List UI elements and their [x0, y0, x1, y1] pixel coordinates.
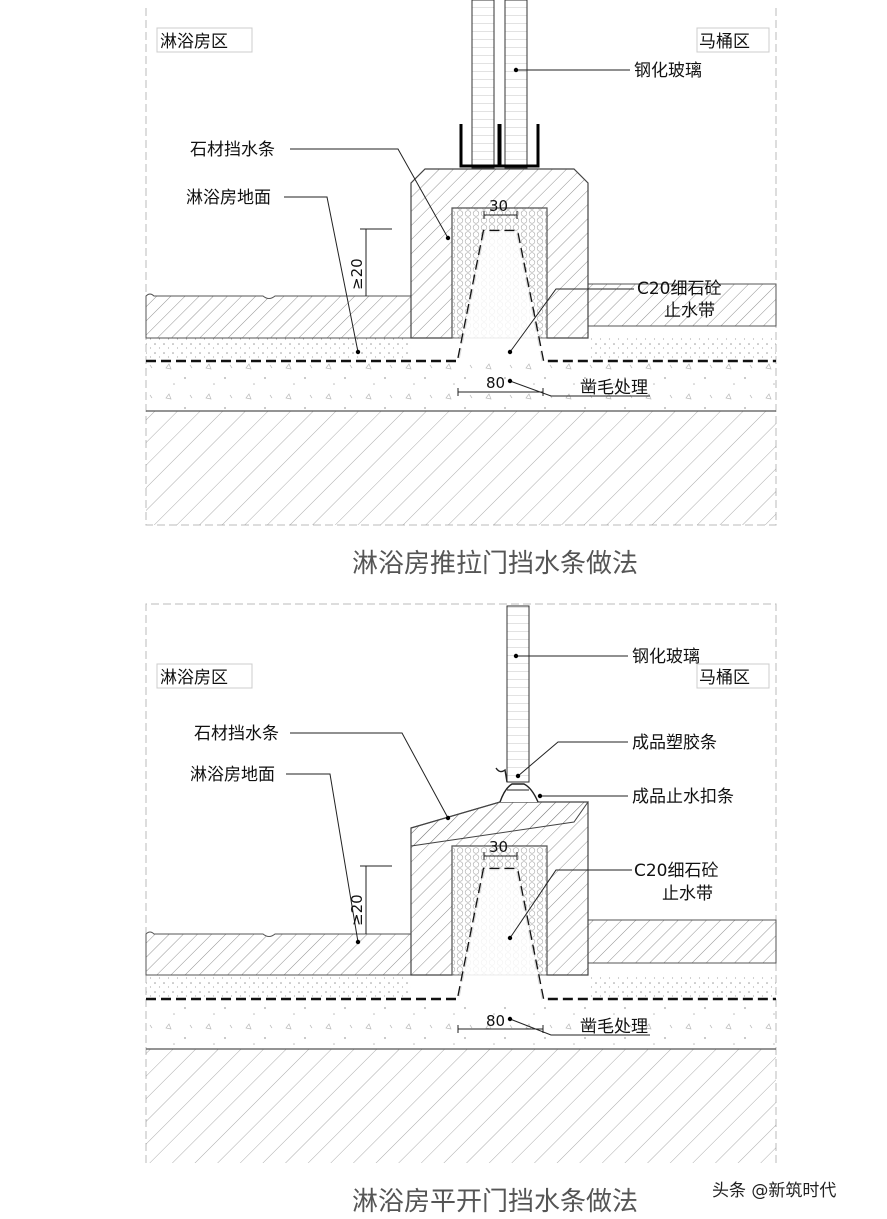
figure-sliding-door: 淋浴房区 马桶区 钢化玻璃 石材挡水条 淋浴房地面 C20细石砼 止水带 凿毛处… — [145, 0, 777, 579]
label-glass-2: 钢化玻璃 — [632, 647, 700, 667]
leveling-layer-2 — [146, 1000, 776, 1049]
tempered-glass-right — [504, 0, 528, 169]
zone-label-shower: 淋浴房区 — [160, 32, 228, 52]
dim-bottom-2: 80 — [486, 1012, 505, 1030]
label-floor: 淋浴房地面 — [186, 188, 271, 208]
dim-height: ≥20 — [348, 258, 366, 290]
shower-floor-tile-2 — [145, 931, 412, 976]
label-glass: 钢化玻璃 — [634, 61, 702, 81]
caption-swing: 淋浴房平开门挡水条做法 — [352, 1187, 638, 1217]
label-c20-line2-2: 止水带 — [662, 884, 713, 904]
frame-border-2 — [145, 603, 777, 1163]
seal-strip — [499, 783, 539, 803]
dim-top-2: 30 — [489, 838, 508, 856]
substrate-slab — [146, 411, 776, 525]
dim-top: 30 — [489, 197, 508, 215]
zone-label-toilet: 马桶区 — [699, 32, 750, 52]
label-plastic-strip: 成品塑胶条 — [632, 733, 717, 753]
figure-swing-door: 淋浴房区 马桶区 钢化玻璃 石材挡水条 淋浴房地面 成品塑胶条 成品止水扣条 C… — [145, 603, 777, 1217]
caption-sliding: 淋浴房推拉门挡水条做法 — [352, 549, 638, 579]
track-channel-right — [498, 124, 540, 168]
label-stone-strip-2: 石材挡水条 — [194, 724, 279, 744]
dim-line-top — [483, 211, 518, 219]
label-floor-2: 淋浴房地面 — [190, 765, 275, 785]
toilet-floor-tile-2 — [587, 919, 777, 964]
label-rough: 凿毛处理 — [580, 378, 648, 398]
label-c20-line1: C20细石砼 — [637, 279, 722, 299]
label-seal-strip: 成品止水扣条 — [632, 787, 734, 807]
substrate-slab-2 — [146, 1049, 776, 1163]
zone-label-shower-2: 淋浴房区 — [160, 668, 228, 688]
dim-line-height — [360, 228, 392, 296]
stone-threshold — [410, 168, 589, 339]
label-c20-line1-2: C20细石砼 — [634, 861, 719, 881]
dim-bottom: 80 — [486, 374, 505, 392]
dim-height-2: ≥20 — [348, 894, 366, 926]
dim-line-bottom — [457, 388, 544, 396]
watermark: 头条 @新筑时代 — [712, 1181, 836, 1201]
leveling-layer — [146, 362, 776, 411]
zone-label-toilet-2: 马桶区 — [699, 668, 750, 688]
tempered-glass-left — [471, 0, 495, 169]
tempered-glass-2 — [506, 605, 530, 783]
label-c20-line2: 止水带 — [664, 301, 715, 321]
label-stone-strip: 石材挡水条 — [190, 140, 275, 160]
shower-floor-tile — [145, 293, 412, 339]
plastic-strip — [495, 767, 508, 783]
label-rough-2: 凿毛处理 — [580, 1017, 648, 1037]
